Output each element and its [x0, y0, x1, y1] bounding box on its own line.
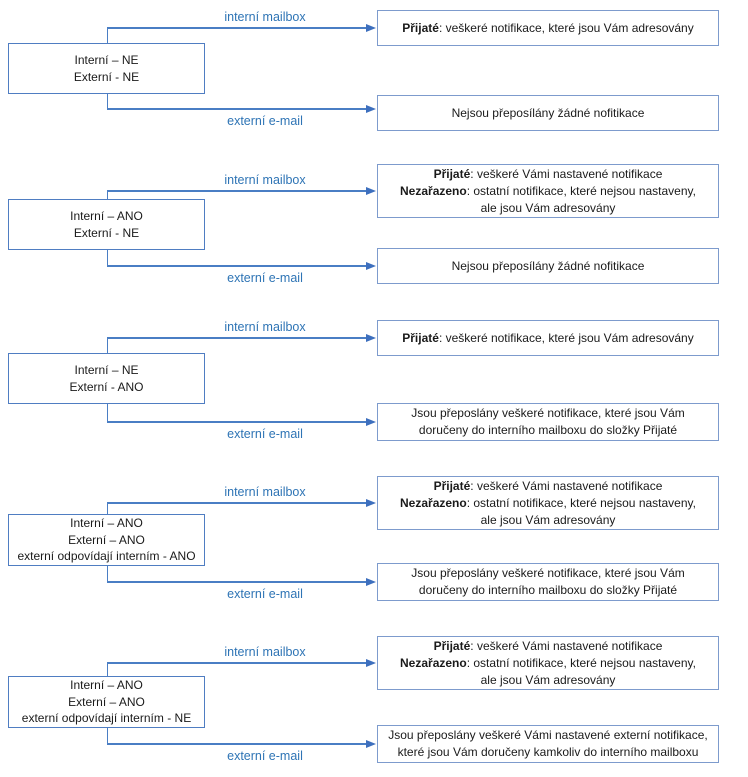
- outcome-box-external: Jsou přeposlány veškeré notifikace, kter…: [377, 563, 719, 601]
- condition-line: Interní – NE: [74, 363, 139, 377]
- outcome-box-internal: Přijaté: veškeré notifikace, které jsou …: [377, 10, 719, 46]
- arrow-right-icon: [366, 577, 376, 586]
- condition-line: externí odpovídají interním - NE: [21, 711, 192, 726]
- connector-hline-bottom: [107, 743, 366, 745]
- condition-line: Externí – ANO: [68, 532, 145, 547]
- outcome-box-internal: Přijaté: veškeré Vámi nastavené notifika…: [377, 476, 719, 530]
- connector-hline-bottom: [107, 581, 366, 583]
- arrow-right-icon: [366, 261, 376, 270]
- connector-hline-top: [107, 502, 366, 504]
- condition-line: externí odpovídají interním - ANO: [17, 549, 196, 564]
- arrow-label-internal: interní mailbox: [224, 10, 306, 24]
- connector-hline-top: [107, 662, 366, 664]
- arrow-label-external: externí e-mail: [227, 427, 303, 441]
- condition-line: Interní – ANO: [70, 209, 143, 223]
- arrow-label-external: externí e-mail: [227, 271, 303, 285]
- outcome-box-external: Jsou přeposlány veškeré notifikace, kter…: [377, 403, 719, 441]
- connector-hline-top: [107, 190, 366, 192]
- arrow-label-internal: interní mailbox: [224, 173, 306, 187]
- condition-box: Interní – ANO Externí – ANO externí odpo…: [8, 514, 205, 566]
- condition-box: Interní – NE Externí - NE: [8, 43, 205, 94]
- arrow-right-icon: [366, 104, 376, 113]
- condition-line: Interní – NE: [74, 53, 139, 67]
- arrow-label-external: externí e-mail: [227, 114, 303, 128]
- arrow-right-icon: [366, 417, 376, 426]
- arrow-label-external: externí e-mail: [227, 587, 303, 601]
- arrow-label-internal: interní mailbox: [224, 485, 306, 499]
- connector-hline-bottom: [107, 265, 366, 267]
- connector-hline-top: [107, 337, 366, 339]
- arrow-right-icon: [366, 739, 376, 748]
- arrow-right-icon: [366, 23, 376, 32]
- outcome-box-external: Nejsou přeposílány žádné nofitikace: [377, 95, 719, 131]
- arrow-right-icon: [366, 658, 376, 667]
- arrow-label-internal: interní mailbox: [224, 645, 306, 659]
- arrow-right-icon: [366, 333, 376, 342]
- outcome-box-internal: Přijaté: veškeré Vámi nastavené notifika…: [377, 636, 719, 690]
- arrow-right-icon: [366, 498, 376, 507]
- connector-hline-top: [107, 27, 366, 29]
- condition-line: Interní – ANO: [70, 678, 143, 693]
- outcome-box-external: Jsou přeposlány veškeré Vámi nastavené e…: [377, 725, 719, 763]
- condition-box: Interní – ANO Externí - NE: [8, 199, 205, 250]
- condition-box: Interní – ANO Externí – ANO externí odpo…: [8, 676, 205, 728]
- arrow-right-icon: [366, 186, 376, 195]
- outcome-box-external: Nejsou přeposílány žádné nofitikace: [377, 248, 719, 284]
- outcome-box-internal: Přijaté: veškeré notifikace, které jsou …: [377, 320, 719, 356]
- arrow-label-internal: interní mailbox: [224, 320, 306, 334]
- condition-line: Externí - NE: [73, 225, 140, 240]
- connector-hline-bottom: [107, 108, 366, 110]
- condition-line: Externí – ANO: [68, 694, 145, 709]
- condition-line: Interní – ANO: [70, 516, 143, 531]
- condition-box: Interní – NE Externí - ANO: [8, 353, 205, 404]
- arrow-label-external: externí e-mail: [227, 749, 303, 763]
- condition-line: Externí - NE: [73, 69, 140, 84]
- connector-hline-bottom: [107, 421, 366, 423]
- outcome-box-internal: Přijaté: veškeré Vámi nastavené notifika…: [377, 164, 719, 218]
- condition-line: Externí - ANO: [69, 379, 144, 394]
